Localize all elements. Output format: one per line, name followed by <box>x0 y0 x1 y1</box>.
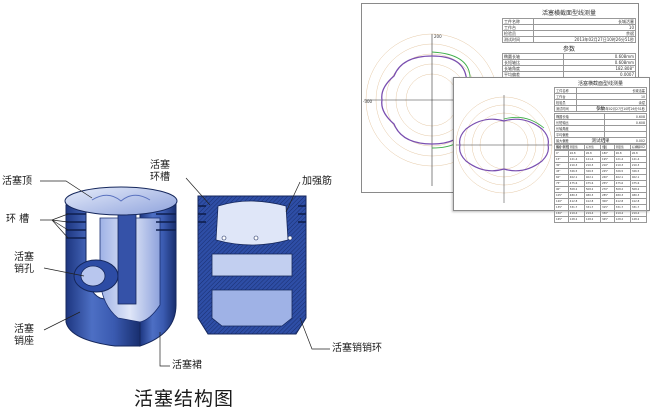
report-front-results-title: 测试结果 <box>591 139 610 144</box>
table-cell: 128.2 <box>567 216 585 223</box>
report-front-title: 活塞横截面型线测量 <box>577 81 623 87</box>
label-ring-groove-right-line1: 活塞 <box>150 160 170 171</box>
diagram-caption: 活塞结构图 <box>134 388 235 410</box>
table-cell: 128.2 <box>583 216 601 223</box>
axis-label-top: 200 <box>434 34 442 39</box>
report-back-title: 活塞横截面型线测量 <box>541 10 596 17</box>
label-pin-hole: 活塞 销孔 <box>14 252 34 276</box>
label-pin-seat-line1: 活塞 <box>14 324 34 335</box>
piston-section <box>197 195 307 335</box>
report-back-params-title: 参数 <box>562 46 575 53</box>
label-circlip: 活塞销销环 <box>332 343 382 354</box>
label-skirt: 活塞裙 <box>172 360 202 371</box>
label-pin-hole-line2: 销孔 <box>14 264 34 275</box>
label-rib: 加强筋 <box>302 176 332 187</box>
table-cell: 345° <box>599 216 615 223</box>
label-pin-seat-line2: 销座 <box>14 336 34 347</box>
label-ring-groove-right: 活塞 环槽 <box>150 160 170 184</box>
label-pin-seat: 活塞 销座 <box>14 324 34 348</box>
label-piston-top: 活塞顶 <box>2 176 32 187</box>
table-cell: 128.2 <box>629 216 648 223</box>
report-front-params-title: 参数 <box>596 107 605 112</box>
profile-curve-front <box>459 118 549 172</box>
table-cell: 165° <box>554 216 569 223</box>
polar-plot-front <box>455 95 553 203</box>
table-cell: 128.2 <box>613 216 631 223</box>
piston-cutaway-3d <box>64 186 178 347</box>
label-ring-groove-right-line2: 环槽 <box>150 172 170 183</box>
leader-lines <box>40 177 330 367</box>
label-pin-hole-line1: 活塞 <box>14 252 34 263</box>
axis-label-left: -300 <box>363 99 373 104</box>
label-ring-groove-left: 环 槽 <box>6 214 30 225</box>
